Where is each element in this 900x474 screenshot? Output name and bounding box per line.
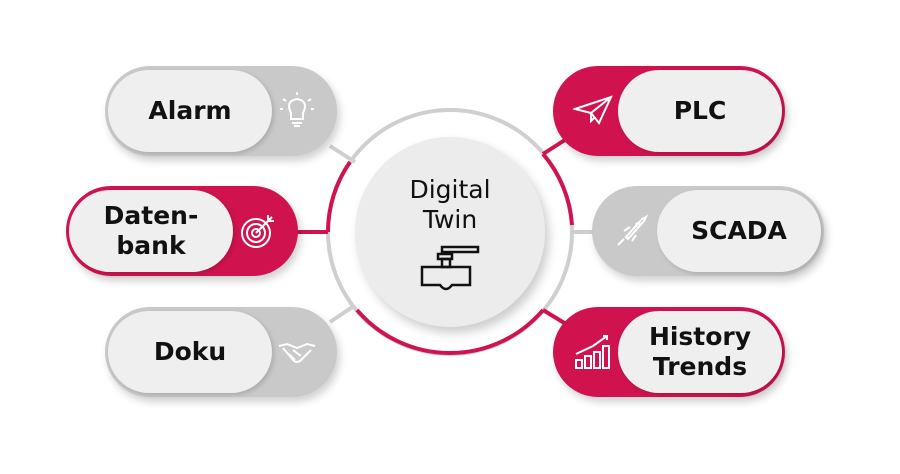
node-plc[interactable]: PLC [553,66,785,156]
node-datenbank[interactable]: Daten-bank [66,186,298,276]
node-label: Alarm [148,96,232,125]
center-title-line2: Twin [422,205,478,234]
node-label: Daten-bank [103,201,199,260]
node-scada[interactable]: SCADA [592,186,824,276]
target-icon [241,215,274,248]
valve-icon [420,245,480,291]
node-doku[interactable]: Doku [105,307,337,397]
rocket-icon [617,214,649,246]
node-label: Doku [153,337,227,366]
node-label: PLC [673,96,727,125]
lightbulb-icon [280,92,314,127]
node-alarm[interactable]: Alarm [105,66,337,156]
center-title-line1: Digital [409,175,491,204]
bar-chart-icon [575,335,610,369]
handshake-icon [278,342,316,363]
paper-plane-icon [573,95,613,125]
node-label: SCADA [691,216,787,245]
